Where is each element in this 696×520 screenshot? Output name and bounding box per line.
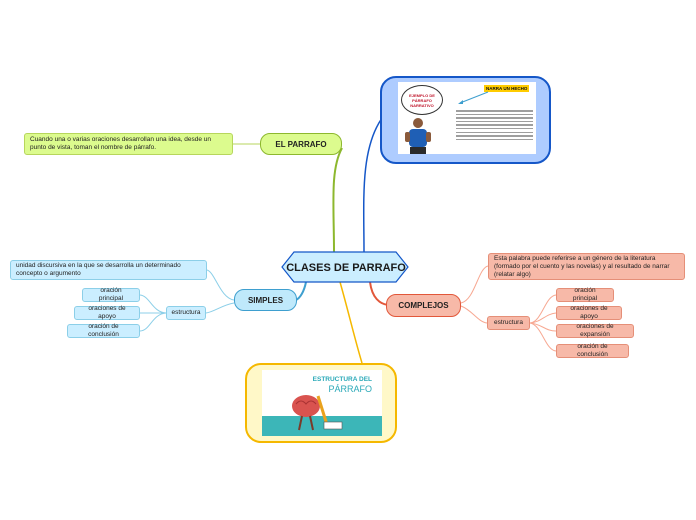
simples-item-oraciones-apoyo[interactable]: oraciones de apoyo bbox=[74, 305, 140, 320]
connector-simples-definition bbox=[206, 269, 235, 301]
connector-simples-estructura bbox=[205, 302, 235, 314]
narrative-text-lines bbox=[456, 110, 533, 142]
image-node-narrativo[interactable]: EJEMPLO DE PÁRRAFO NARRATIVO NARRA UN HE… bbox=[380, 76, 551, 164]
complejos-item-oraciones-expansion[interactable]: oraciones de expansión bbox=[556, 323, 634, 338]
complejos-estructura[interactable]: estructura bbox=[487, 316, 530, 330]
narrativo-picture: EJEMPLO DE PÁRRAFO NARRATIVO NARRA UN HE… bbox=[398, 82, 536, 154]
brain-character-icon bbox=[292, 395, 343, 431]
connector-cestructura-item4 bbox=[529, 322, 557, 352]
connector-complejos-definition bbox=[460, 265, 489, 304]
complejos-item-oracion-conclusion[interactable]: oración de conclusión bbox=[556, 343, 629, 358]
poster-title-line1: ESTRUCTURA DEL bbox=[312, 376, 372, 383]
person-illustration bbox=[405, 118, 431, 154]
poster-title-line2: PÁRRAFO bbox=[328, 384, 372, 394]
simples-item-oracion-conclusion[interactable]: oración de conclusión bbox=[67, 323, 140, 338]
complejos-definition[interactable]: Esta palabra puede referirse a un género… bbox=[488, 253, 685, 280]
connector-estructura-item3 bbox=[139, 312, 167, 332]
image-node-estructura[interactable]: ESTRUCTURA DEL PÁRRAFO bbox=[245, 363, 397, 443]
connector-center-simples bbox=[295, 281, 307, 301]
connector-center-image-top bbox=[362, 117, 383, 253]
narra-hecho-tag: NARRA UN HECHO bbox=[484, 85, 530, 92]
connector-cestructura-item1 bbox=[529, 294, 557, 324]
connector-complejos-estructura bbox=[460, 305, 488, 324]
speech-bubble: EJEMPLO DE PÁRRAFO NARRATIVO bbox=[401, 85, 443, 115]
connector-center-parrafo bbox=[332, 147, 343, 253]
parrafo-node[interactable]: EL PARRAFO bbox=[260, 133, 342, 155]
connector-center-image-bottom bbox=[339, 281, 363, 364]
connector-cestructura-item2 bbox=[529, 312, 557, 324]
center-hexagon-shape bbox=[281, 251, 409, 283]
simples-node[interactable]: SIMPLES bbox=[234, 289, 297, 311]
estructura-picture: ESTRUCTURA DEL PÁRRAFO bbox=[262, 370, 382, 436]
connector-estructura-item1 bbox=[139, 294, 167, 314]
simples-estructura[interactable]: estructura bbox=[166, 306, 206, 320]
complejos-node[interactable]: COMPLEJOS bbox=[386, 294, 461, 317]
center-node[interactable]: CLASES DE PARRAFO bbox=[286, 261, 406, 274]
simples-definition[interactable]: unidad discursiva en la que se desarroll… bbox=[10, 260, 207, 280]
complejos-item-oraciones-apoyo[interactable]: oraciones de apoyo bbox=[556, 305, 622, 320]
arrow-icon bbox=[458, 91, 489, 104]
simples-item-oracion-principal[interactable]: oración principal bbox=[82, 287, 140, 302]
connector-center-complejos bbox=[369, 281, 389, 306]
teal-floor bbox=[262, 416, 382, 436]
parrafo-definition[interactable]: Cuando una o varias oraciones desarrolla… bbox=[24, 133, 233, 155]
complejos-item-oracion-principal[interactable]: oración principal bbox=[556, 287, 614, 302]
